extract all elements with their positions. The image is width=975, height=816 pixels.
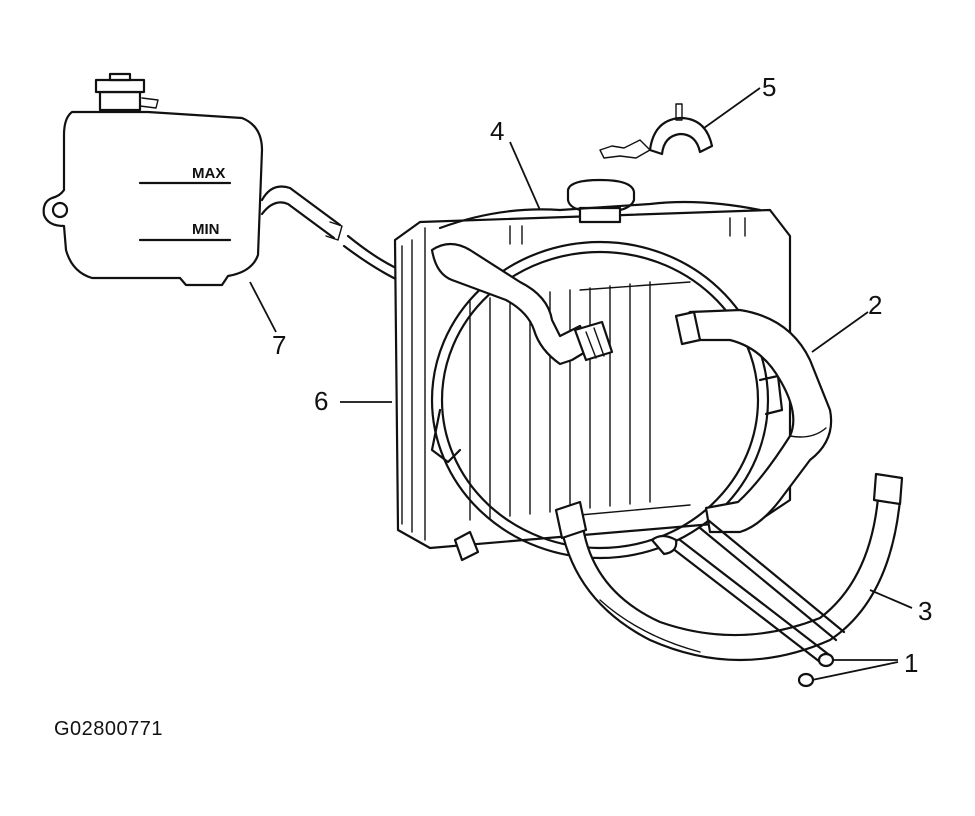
transmission-tubes (650, 518, 846, 688)
lower-hose (674, 308, 833, 534)
fan-shroud (430, 240, 784, 562)
lower-shroud (554, 472, 904, 662)
callout-5: 5 (762, 72, 776, 102)
radiator-bracket (599, 103, 714, 159)
tank-max-mark: MAX (192, 165, 225, 182)
callout-7: 7 (272, 330, 286, 360)
figure-id: G02800771 (54, 718, 164, 740)
coolant-recovery-tank: MAX MIN (42, 72, 264, 287)
tank-min-mark: MIN (192, 221, 220, 238)
leader-lines (249, 87, 913, 681)
radiator (393, 178, 792, 550)
callout-3: 3 (918, 596, 932, 626)
upper-hose (430, 242, 614, 366)
callout-6: 6 (314, 386, 328, 416)
callout-2: 2 (868, 290, 882, 320)
callout-1: 1 (904, 648, 918, 678)
callout-4: 4 (490, 116, 504, 146)
